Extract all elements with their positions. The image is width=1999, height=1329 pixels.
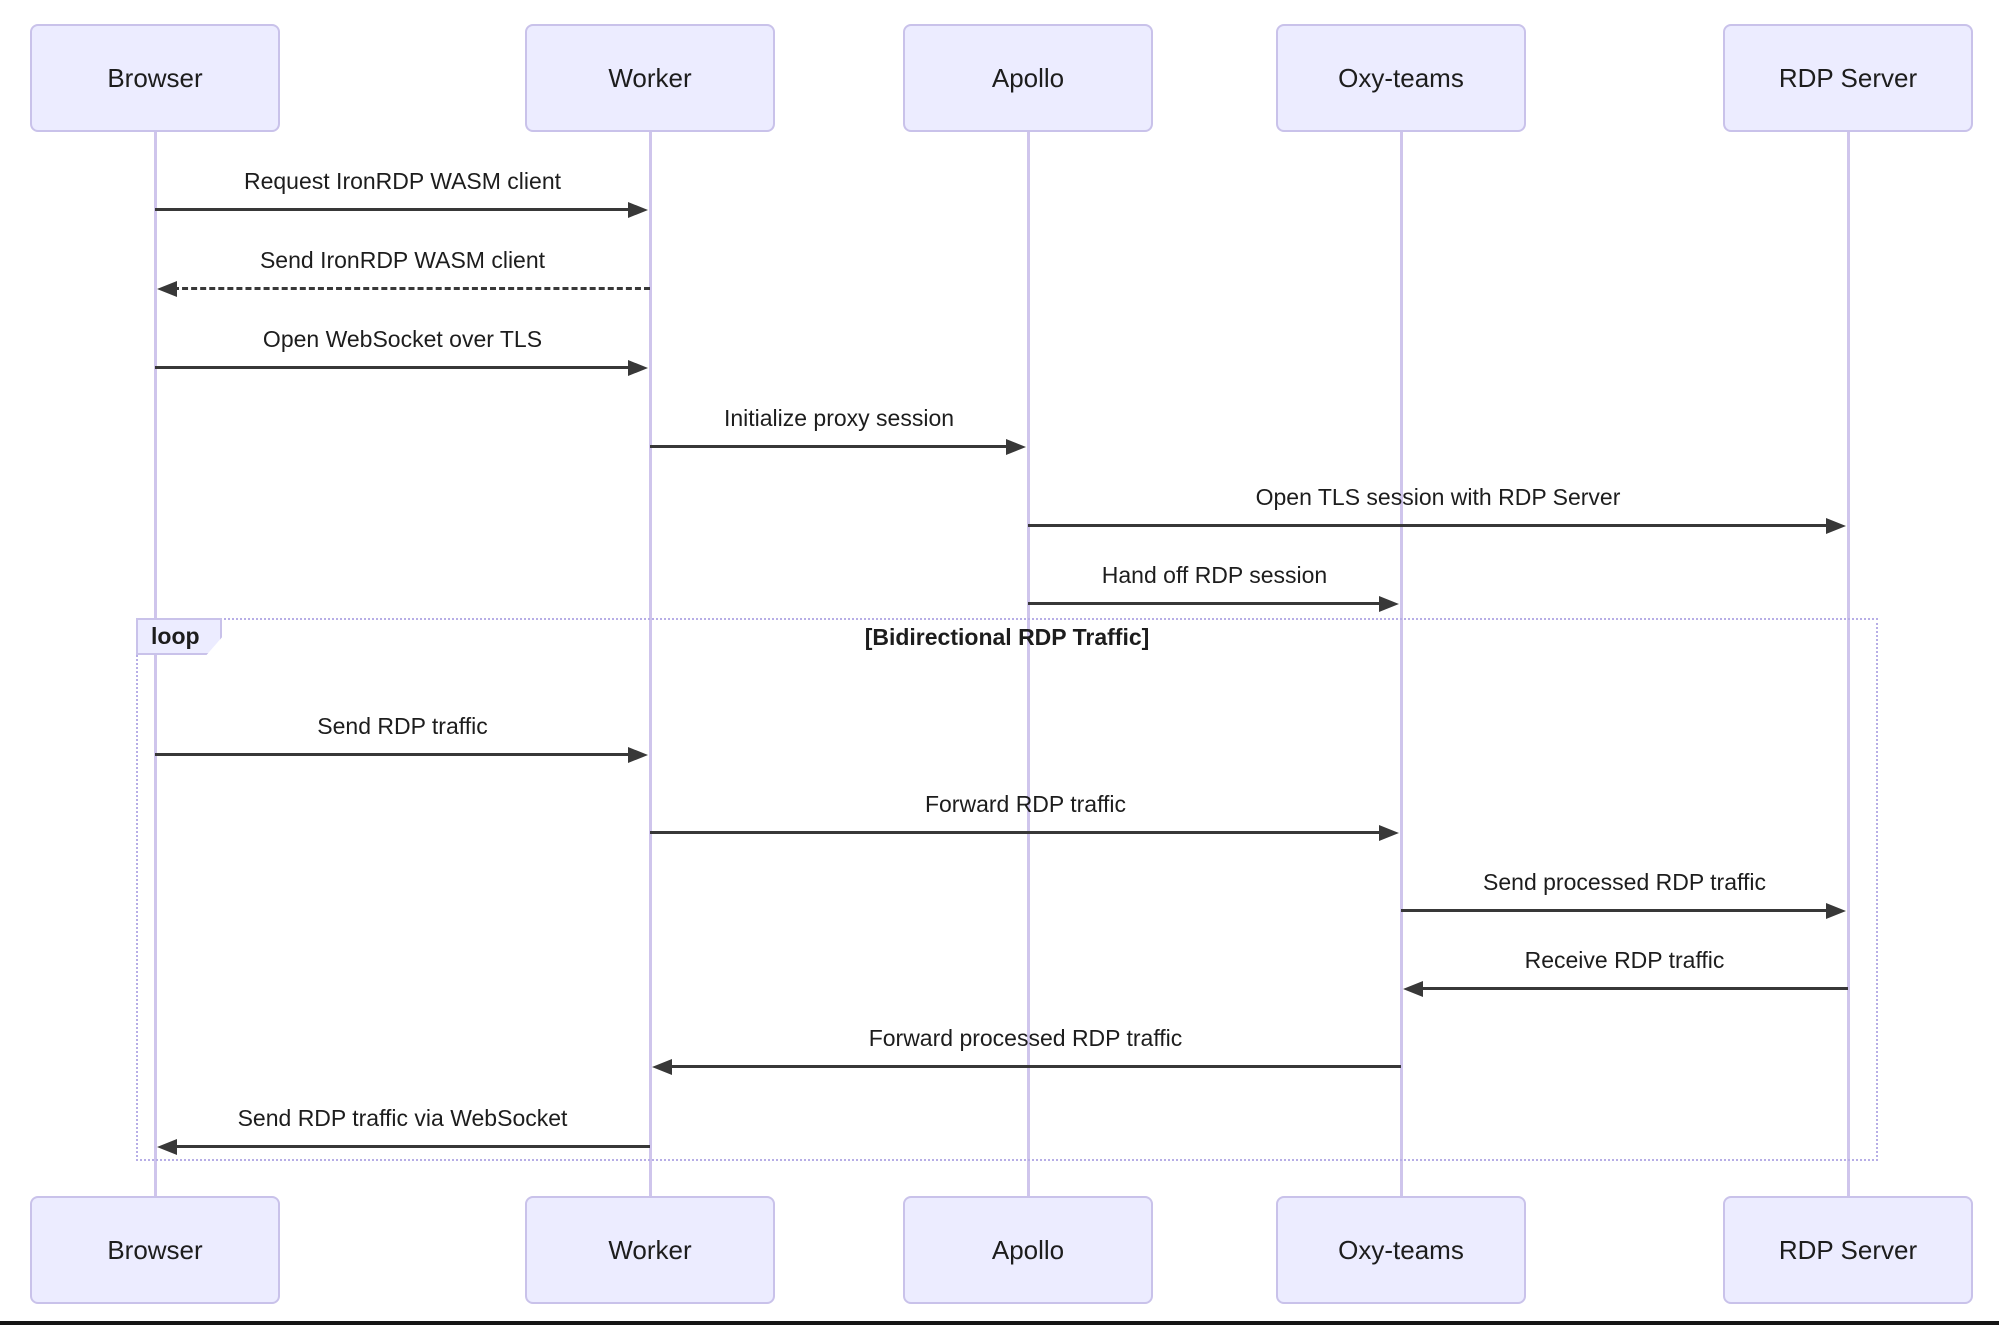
message-line (668, 1065, 1401, 1068)
arrowhead-icon (157, 1138, 177, 1155)
lifeline-rdp (1846, 132, 1850, 1196)
message-line (173, 1145, 650, 1148)
arrowhead-icon (1379, 824, 1399, 841)
message-label: Send RDP traffic via WebSocket (237, 1105, 568, 1131)
viewport-bottom-edge (0, 1321, 1999, 1325)
loop-condition-label: [Bidirectional RDP Traffic] (864, 624, 1150, 650)
message-label: Send RDP traffic (317, 713, 488, 739)
actor-box-top-browser: Browser (30, 24, 280, 132)
message-line (1028, 602, 1383, 605)
message-label: Forward RDP traffic (924, 791, 1127, 817)
arrowhead-icon (1403, 980, 1423, 997)
arrowhead-icon (1826, 517, 1846, 534)
arrowhead-icon (1826, 902, 1846, 919)
loop-frame (136, 618, 1878, 1161)
message-line (650, 831, 1383, 834)
arrowhead-icon (628, 201, 648, 218)
message-label: Initialize proxy session (723, 405, 955, 431)
message-label: Request IronRDP WASM client (243, 168, 562, 194)
message-line (155, 366, 632, 369)
message-label: Open WebSocket over TLS (262, 326, 543, 352)
actor-box-top-oxy: Oxy-teams (1276, 24, 1526, 132)
arrowhead-icon (1006, 438, 1026, 455)
message-line (155, 208, 632, 211)
message-label: Open TLS session with RDP Server (1255, 484, 1621, 510)
arrowhead-icon (628, 746, 648, 763)
message-line (1419, 987, 1848, 990)
actor-box-bottom-worker: Worker (525, 1196, 775, 1304)
lifeline-oxy (1399, 132, 1403, 1196)
message-line (1401, 909, 1830, 912)
message-line (650, 445, 1010, 448)
lifeline-apollo (1026, 132, 1030, 1196)
actor-box-bottom-oxy: Oxy-teams (1276, 1196, 1526, 1304)
actor-box-bottom-apollo: Apollo (903, 1196, 1153, 1304)
message-label: Hand off RDP session (1101, 562, 1328, 588)
actor-box-top-rdp: RDP Server (1723, 24, 1973, 132)
message-line (155, 753, 632, 756)
message-label: Forward processed RDP traffic (868, 1025, 1183, 1051)
arrowhead-icon (652, 1058, 672, 1075)
message-label: Send processed RDP traffic (1483, 869, 1766, 895)
message-line (173, 287, 650, 290)
arrowhead-icon (157, 280, 177, 297)
message-label: Send IronRDP WASM client (259, 247, 546, 273)
loop-keyword-label: loop (136, 618, 222, 655)
actor-box-bottom-browser: Browser (30, 1196, 280, 1304)
actor-box-top-worker: Worker (525, 24, 775, 132)
lifeline-browser (153, 132, 157, 1196)
arrowhead-icon (628, 359, 648, 376)
lifeline-worker (648, 132, 652, 1196)
arrowhead-icon (1379, 595, 1399, 612)
actor-box-top-apollo: Apollo (903, 24, 1153, 132)
message-line (1028, 524, 1830, 527)
actor-box-bottom-rdp: RDP Server (1723, 1196, 1973, 1304)
message-label: Receive RDP traffic (1524, 947, 1725, 973)
